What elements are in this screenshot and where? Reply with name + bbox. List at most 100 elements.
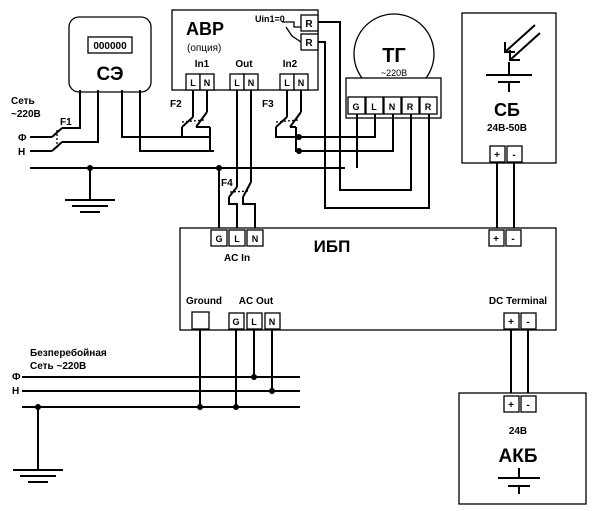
switch-f1-label: F1 (60, 117, 72, 128)
wire-f4-l-ups (228, 197, 238, 230)
ups-out-n-label: N (269, 317, 276, 327)
mains-neutral-label: Н (18, 147, 25, 158)
switch-f1-blade-1 (51, 127, 63, 138)
solar-arrow-head-2 (509, 50, 520, 61)
electricity-meter: 000000 СЭ (68, 16, 152, 93)
solar-label: СБ (494, 100, 520, 120)
mains-input: Сеть ~220В Ф Н F1 (11, 96, 72, 158)
switch-f4-blade-2 (242, 181, 252, 198)
ups-dc-in-plus-label: + (493, 234, 499, 245)
avr-title: АВР (186, 19, 224, 39)
wire-mains-phase-meter (62, 90, 81, 129)
meter-label: СЭ (97, 64, 124, 85)
switch-f4-link (229, 190, 250, 193)
ups-dc-in-minus-label: - (511, 234, 514, 245)
ups-ac-out-label: AC Out (239, 296, 274, 307)
ups-unit: ИБП G L N AC In + - Ground AC Out G L N … (179, 227, 557, 331)
ups-title: ИБП (314, 237, 351, 256)
wire-meter-n-out (139, 90, 214, 152)
switch-f2-blade-2 (195, 111, 208, 128)
ups-dc-terminal-label: DC Terminal (489, 296, 547, 307)
wire-mains-neutral-meter (62, 90, 99, 143)
avr-relay-wire-2 (285, 26, 302, 43)
solar-plus-label: + (494, 150, 500, 161)
ups-net-label-line2: Сеть ~220В (30, 361, 86, 372)
generator-terminal-label-n: N (389, 102, 396, 112)
mains-label-line2: ~220В (11, 109, 41, 120)
node-phase (251, 374, 257, 380)
ups-in-l-terminal (228, 229, 246, 247)
wire-f4-n-ups (242, 197, 256, 230)
ups-net-label-line1: Безперебойная (30, 347, 107, 359)
avr-out-label: Out (235, 59, 253, 70)
battery: + - 24В АКБ (458, 392, 587, 505)
ups-in-n-label: N (252, 234, 259, 244)
mains-phase-label: Ф (18, 133, 27, 144)
ups-dc-out-plus-label: + (508, 317, 514, 328)
ups-net-neutral-label: Н (12, 386, 19, 397)
avr-in1-n-label: N (204, 78, 211, 88)
ups-net-phase-label: Ф (12, 372, 21, 383)
avr-in1-label: In1 (195, 59, 210, 70)
battery-voltage: 24В (509, 426, 527, 437)
meter-display (87, 36, 133, 54)
battery-label: АКБ (499, 446, 538, 467)
avr-in2-l-label: L (284, 78, 290, 88)
node-ups-ground (216, 165, 222, 171)
node-f3-n (296, 148, 302, 154)
ups-dc-out-minus-label: - (526, 317, 529, 328)
solar-arrow-head-1 (504, 42, 515, 53)
node-neutral (269, 388, 275, 394)
avr-out-n-label: N (248, 78, 255, 88)
generator-terminal-label-g: G (352, 102, 359, 112)
avr-subtitle: (опция) (187, 43, 221, 54)
node-ground-2 (233, 404, 239, 410)
generator-terminal-label-r1: R (407, 102, 414, 112)
battery-minus-terminal (520, 395, 537, 413)
ups-dc-in-minus-terminal (505, 229, 522, 247)
ups-ground-label: Ground (186, 296, 222, 307)
switch-f4-blade-1 (228, 186, 238, 198)
solar-minus-label: - (512, 150, 515, 161)
ups-in-g-label: G (215, 234, 222, 244)
node-ground-1 (197, 404, 203, 410)
ups-out-g-label: G (232, 317, 239, 327)
avr-in1-l-label: L (190, 78, 196, 88)
ups-dc-in-plus-terminal (488, 229, 505, 247)
battery-plus-label: + (508, 400, 514, 411)
generator-label: ТГ (382, 45, 406, 67)
switch-f4-label: F4 (221, 178, 233, 189)
ups-in-n-terminal (246, 229, 264, 247)
meter-body (68, 16, 152, 93)
ups-out-l-label: L (251, 317, 257, 327)
avr-in2-label: In2 (283, 59, 298, 70)
mains-label-line1: Сеть (11, 96, 35, 107)
generator-terminal-label-r2: R (425, 102, 432, 112)
ups-in-l-label: L (234, 234, 240, 244)
ups-ground-terminal (191, 311, 210, 330)
generator: ТГ ~220В G L N R R (345, 13, 442, 119)
ups-output-network: Безперебойная Сеть ~220В Ф Н (12, 329, 300, 483)
avr-unit: АВР (опция) Uin1=0 R R In1 Out In2 L N L… (171, 9, 319, 91)
wire-f3-gen-n (295, 114, 394, 152)
battery-plus-terminal (503, 395, 520, 413)
ups-ac-in-label: AC In (224, 253, 250, 264)
solar-arrow-line-2 (509, 32, 541, 61)
solar-voltage: 24В-50В (487, 123, 527, 134)
avr-relay-label-1: R (305, 19, 313, 30)
solar-arrow-line-1 (504, 24, 536, 53)
node-f3-l (296, 134, 302, 140)
top-ground-node (87, 165, 93, 171)
wire-relay-1 (318, 21, 412, 191)
switch-f2-label: F2 (170, 99, 182, 110)
avr-out-l-label: L (234, 78, 240, 88)
switch-f3-blade-2 (289, 111, 302, 128)
avr-relay-wire-1 (282, 21, 301, 28)
avr-in2-n-label: N (298, 78, 305, 88)
switch-f3-label: F3 (262, 99, 274, 110)
avr-uin-label: Uin1=0 (255, 14, 285, 24)
meter-display-value: 000000 (93, 41, 127, 52)
wire-meter-l-out (121, 90, 210, 138)
avr-relay-label-2: R (305, 38, 313, 49)
